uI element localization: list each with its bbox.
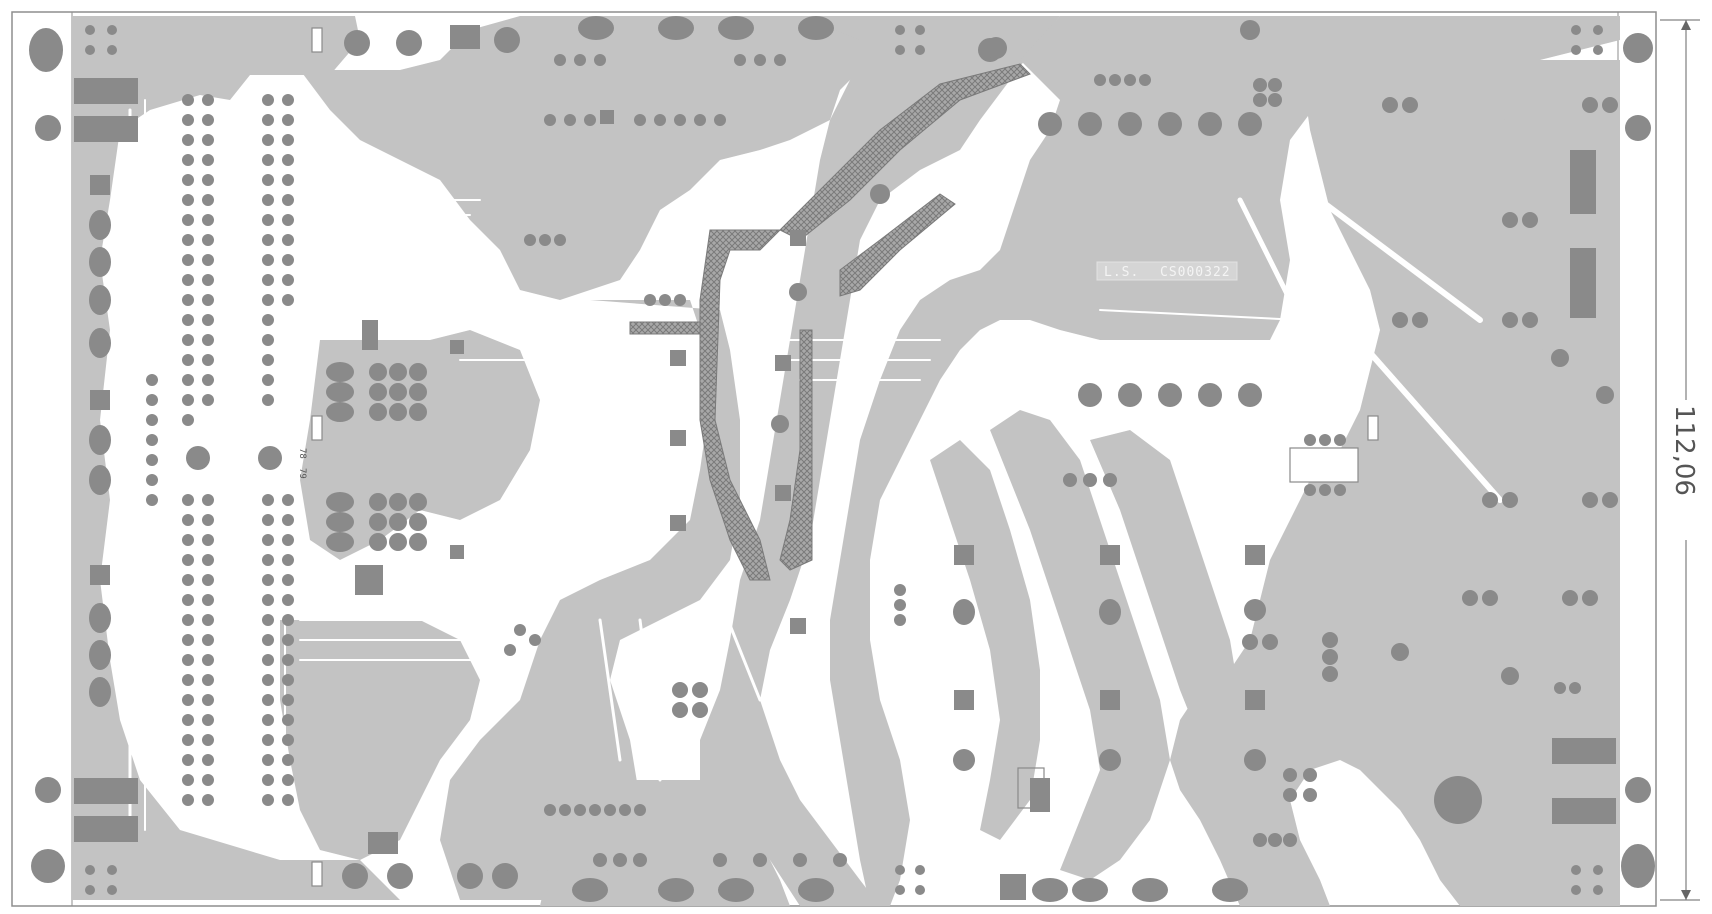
component-box-c3 bbox=[311, 861, 323, 887]
dimension-label: 112,06 bbox=[1669, 405, 1699, 496]
component-outlines bbox=[311, 27, 1379, 887]
label-ls: L.S. bbox=[1104, 265, 1139, 280]
component-box-c1 bbox=[311, 27, 323, 53]
component-box-c2 bbox=[311, 415, 323, 441]
component-box-c4 bbox=[1367, 415, 1379, 441]
pads-layer bbox=[29, 16, 1655, 902]
dimension-marker: 112,06 bbox=[1660, 19, 1700, 901]
ref-79: 79 bbox=[297, 468, 307, 479]
via-layer bbox=[85, 25, 1618, 895]
component-box-u1 bbox=[1289, 447, 1359, 483]
ref-78: 78 bbox=[297, 448, 307, 459]
trace-gaps bbox=[128, 99, 1503, 831]
label-box bbox=[1096, 261, 1238, 281]
copper-pour-layer bbox=[72, 16, 1620, 906]
label-code: CS000322 bbox=[1160, 265, 1231, 280]
hatched-traces bbox=[629, 63, 1031, 581]
component-box-j1 bbox=[1017, 767, 1045, 809]
